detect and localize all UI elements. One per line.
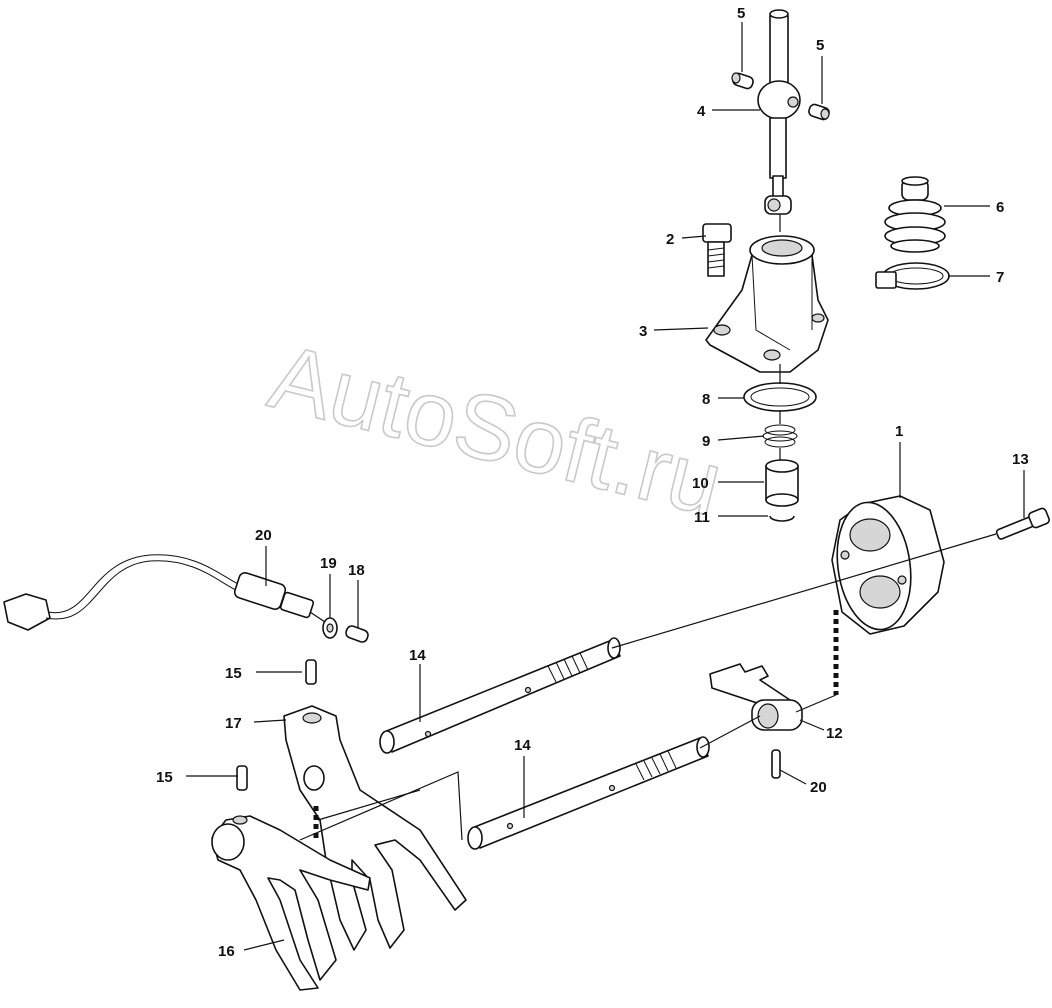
leader-lines (186, 22, 1025, 951)
callout-13: 13 (1012, 451, 1029, 468)
callout-15b: 15 (156, 769, 173, 786)
callout-10: 10 (692, 475, 709, 492)
callout-16: 16 (218, 943, 235, 960)
callout-12: 12 (826, 725, 843, 742)
part-5-pin-left (731, 72, 754, 90)
part-15-roll-pin-upper (305, 659, 317, 685)
callout-8: 8 (702, 391, 710, 408)
part-13-bolt (995, 507, 1050, 540)
part-14-shift-rod-lower (467, 736, 710, 850)
part-20-sensor-switch (3, 554, 315, 631)
part-8-gasket (743, 382, 817, 412)
callout-20a: 20 (255, 527, 272, 544)
part-9-spring (762, 424, 798, 448)
part-16-shift-fork-lower (211, 815, 371, 991)
part-5-pin-right (808, 103, 830, 121)
callout-15a: 15 (225, 665, 242, 682)
part-1-guide-block (831, 495, 945, 635)
part-12-selector-lever (709, 663, 803, 731)
watermark: AutoSoft.ru (260, 325, 731, 535)
callout-20b: 20 (810, 779, 827, 796)
callout-3: 3 (639, 323, 647, 340)
callout-6: 6 (996, 199, 1004, 216)
callout-5a: 5 (737, 5, 745, 22)
callout-18: 18 (348, 562, 365, 579)
callout-2: 2 (666, 231, 674, 248)
callout-14b: 14 (514, 737, 531, 754)
callout-5b: 5 (816, 37, 824, 54)
part-7-hose-clamp (875, 262, 950, 290)
part-18-plug (345, 625, 369, 643)
part-14-shift-rod-upper (379, 637, 621, 754)
part-20-roll-pin (771, 749, 781, 779)
part-15-roll-pin-lower (236, 765, 248, 791)
part-10-bush (765, 459, 799, 507)
callout-7: 7 (996, 269, 1004, 286)
callout-19: 19 (320, 555, 337, 572)
callout-4: 4 (697, 103, 706, 120)
part-4-shift-lever (757, 9, 801, 215)
part-19-washer (322, 617, 338, 639)
part-6-rubber-boot (884, 176, 946, 253)
callout-14a: 14 (409, 647, 426, 664)
callout-1: 1 (895, 423, 903, 440)
callout-9: 9 (702, 433, 710, 450)
callout-17: 17 (225, 715, 242, 732)
callout-11: 11 (694, 509, 710, 526)
part-17-shift-fork-upper (283, 705, 467, 951)
part-3-lever-housing (705, 235, 829, 373)
part-2-bolt (702, 223, 732, 277)
part-11-circlip (769, 515, 795, 522)
assembly-lines (299, 214, 997, 841)
